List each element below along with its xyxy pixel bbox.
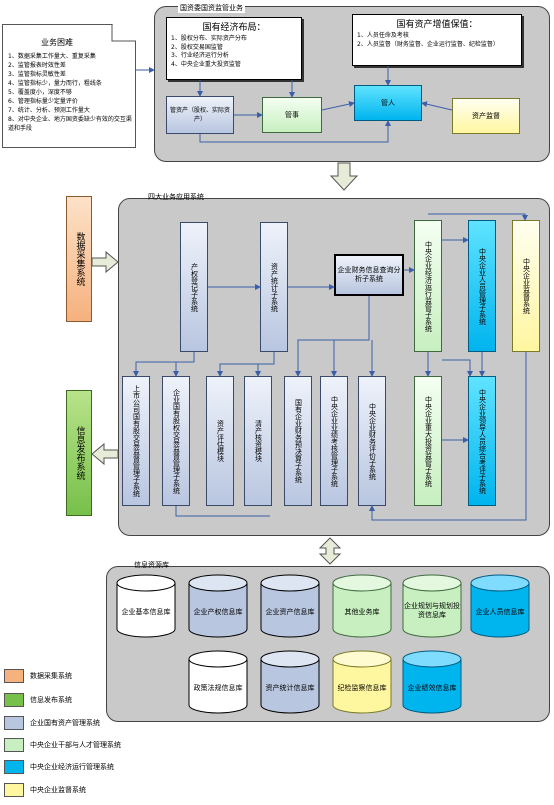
db-cylinder-icon	[402, 574, 462, 638]
db-property-rights: 企业产权信息库	[188, 574, 248, 638]
legend-swatch	[4, 716, 24, 730]
db-label: 其他业务库	[344, 608, 380, 616]
manage-affairs-box: 管事	[262, 97, 322, 133]
problem-item: 5、覆盖度小，深度不够	[8, 89, 72, 96]
legend-label: 中央企业监督系统	[30, 786, 86, 794]
system-finance-query: 企业财务信息查询分析子系统	[334, 254, 404, 296]
db-label: 企业基本信息库	[121, 608, 171, 616]
system-leader-evaluation: 中央企业领导人员综合考评子系统	[468, 376, 496, 506]
db-other-business: 其他业务库	[332, 574, 392, 638]
asset-item: 2、人员监督（财务监督、企业运行监督、纪检监督）	[357, 40, 499, 48]
economy-layout-title: 国有经济布局：	[202, 23, 266, 33]
system-performance-assessment: 中央企业业绩考核管理子系统	[320, 376, 348, 506]
problem-item: 3、监管指标灵敏性差	[8, 71, 66, 78]
top-panel-title: 国资委国资监管业务	[178, 3, 245, 13]
db-personnel: 企业人员信息库	[470, 574, 530, 638]
legend-label: 信息发布系统	[30, 696, 72, 704]
problem-item: 7、统计、分析、预测工作量大	[8, 107, 90, 114]
problems-note-fold	[111, 24, 136, 42]
db-discipline: 纪检监察信息库	[332, 650, 392, 714]
db-label: 企业资产信息库	[265, 608, 315, 616]
problem-item: 1、数据采集工作量大、重复采集	[8, 53, 96, 60]
info-publish-system: 信息发布系统	[66, 390, 92, 516]
legend-label: 中央企业干部与人才管理系统	[30, 741, 121, 749]
system-economic-operation: 中央企业经济运行监管子系统	[414, 220, 442, 352]
asset-item: 1、人员任命及考核	[357, 32, 409, 39]
db-cylinder-icon	[260, 650, 320, 714]
economy-layout-box: 国有经济布局： 1、股权分布、实际资产分布 2、股权交易国监管 3、行业经济运行…	[166, 17, 302, 80]
db-cylinder-icon	[332, 574, 392, 638]
bottom-panel-title: 信息资源库	[134, 561, 169, 569]
legend-label: 企业国有资产管理系统	[30, 719, 100, 727]
manage-people-box: 管人	[354, 85, 422, 121]
db-cylinder-icon	[188, 650, 248, 714]
economy-item: 4、中央企业重大投资监管	[171, 60, 241, 68]
system-property-registration: 产权登记子系统	[180, 222, 208, 352]
db-planning-investment: 企业规划与规划投资信息库	[402, 574, 462, 638]
db-label: 资产统计信息库	[265, 684, 315, 692]
problems-title: 业务困难	[41, 38, 73, 47]
problem-item: 4、监管指标少，量力而行，粗线条	[8, 80, 102, 87]
db-policy-law: 政策法规信息库	[188, 650, 248, 714]
db-label: 企业绩效信息库	[407, 684, 457, 692]
db-label: 企业规划与规划投资信息库	[404, 602, 460, 619]
problem-item: 8、对中央企业、地方国资委缺少有效的交互渠道和手段	[8, 116, 132, 132]
asset-value-box: 国有资产增值保值： 1、人员任命及考核 2、人员监督（财务监督、企业运行监督、纪…	[352, 14, 522, 66]
db-cylinder-icon	[260, 574, 320, 638]
legend-swatch	[4, 693, 24, 707]
legend-swatch	[4, 738, 24, 752]
db-label: 企业产权信息库	[193, 608, 243, 616]
system-supervision: 中央企业监督系统	[512, 220, 540, 352]
db-label: 纪检监察信息库	[337, 684, 387, 692]
problem-item: 6、管理指标量少定量评价	[8, 98, 78, 105]
system-personnel: 中央企业人员管理子系统	[468, 220, 496, 352]
economy-item: 3、行业经济运行分析	[171, 52, 229, 59]
db-enterprise-assets: 企业资产信息库	[260, 574, 320, 638]
legend-swatch	[4, 783, 24, 797]
data-collection-system: 数据采集系统	[66, 196, 92, 322]
legend-swatch	[4, 760, 24, 774]
middle-panel-title: 四大业务应用系统	[148, 193, 204, 201]
system-listed-company-equity: 上市公司国有股交易监督管理子系统	[122, 376, 150, 506]
legend-label: 数据采集系统	[30, 672, 72, 680]
db-performance: 企业绩效信息库	[402, 650, 462, 714]
db-label: 政策法规信息库	[193, 684, 243, 692]
system-finance-evaluation: 中央企业财务评价子系统	[358, 376, 386, 506]
db-asset-statistics: 资产统计信息库	[260, 650, 320, 714]
legend-swatch	[4, 669, 24, 683]
manage-asset-box: 管资产（股权、实际资产）	[166, 96, 234, 134]
db-enterprise-basic: 企业基本信息库	[116, 574, 176, 638]
legend-label: 中央企业经济运行管理系统	[30, 763, 114, 771]
system-equity-trading: 企业国有股权交易监督管理子系统	[162, 376, 190, 506]
system-finance-budget: 国有企业财务预决算子系统	[284, 376, 312, 506]
system-asset-statistics: 资产统计子系统	[260, 222, 288, 352]
module-asset-evaluation: 资产评估模块	[206, 376, 234, 506]
asset-value-title: 国有资产增值保值：	[396, 20, 478, 30]
system-major-investment: 中央企业重大投资监管子系统	[414, 376, 442, 506]
economy-item: 2、股权交易国监管	[171, 43, 223, 51]
db-cylinder-icon	[402, 650, 462, 714]
asset-supervision-box: 资产监督	[452, 98, 520, 134]
problem-item: 2、监管报表时效性差	[8, 62, 66, 69]
problems-note	[2, 24, 136, 148]
db-cylinder-icon	[470, 574, 530, 638]
economy-item: 1、股权分布、实际资产分布	[171, 35, 247, 42]
problems-list: 1、数据采集工作量大、重复采集 2、监管报表时效性差 3、监管指标灵敏性差 4、…	[8, 52, 132, 133]
db-cylinder-icon	[188, 574, 248, 638]
db-cylinder-icon	[116, 574, 176, 638]
module-asset-verification: 清产核资模块	[244, 376, 272, 506]
db-label: 企业人员信息库	[475, 608, 525, 616]
db-cylinder-icon	[332, 650, 392, 714]
